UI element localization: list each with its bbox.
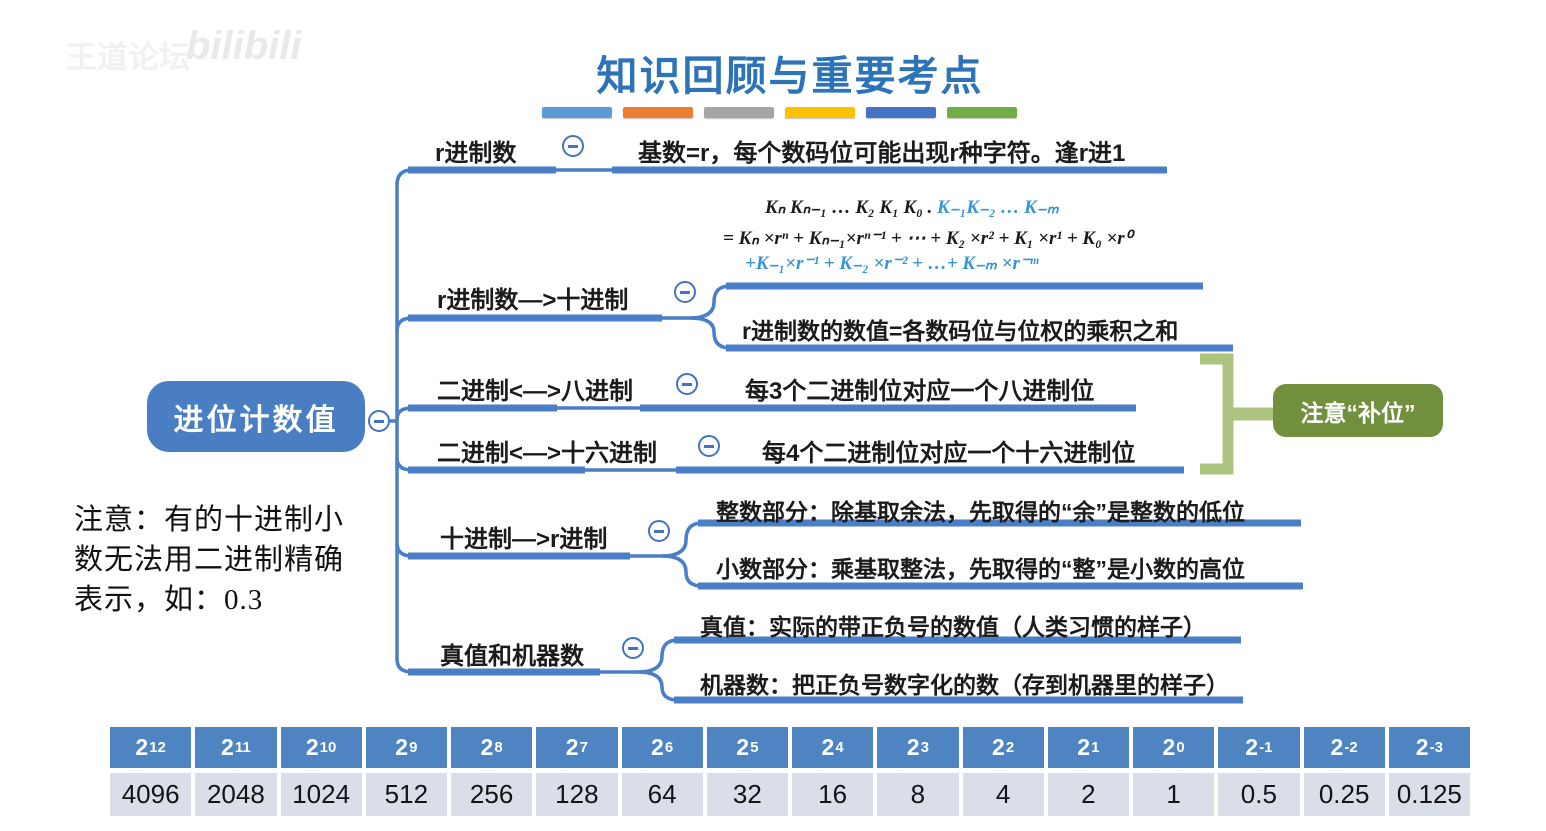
accent-bars — [542, 107, 1017, 118]
accent-bar — [623, 107, 693, 118]
collapse-icon-4[interactable] — [698, 435, 720, 457]
branch-bin-oct[interactable]: 二进制<—>八进制 — [437, 378, 634, 405]
collapse-icon-6[interactable] — [622, 637, 644, 659]
formula-line-3: +K₋₁×r⁻¹ + K₋₂ ×r⁻² + …+ K₋ₘ ×r⁻ᵐ — [745, 253, 1039, 274]
power-value-cell: 8 — [877, 773, 959, 816]
accent-bar — [542, 107, 612, 118]
power-value-cell: 128 — [536, 773, 618, 816]
power-value-cell: 0.5 — [1218, 773, 1300, 816]
desc-machine-number: 机器数：把正负号数字化的数（存到机器里的样子） — [700, 672, 1229, 698]
side-note: 注意：有的十进制小数无法用二进制精确表示，如：0.3 — [74, 504, 345, 616]
formula-line-2: = Kₙ ×rⁿ + Kₙ₋₁×rⁿ⁻¹ + ⋯ + K₂ ×r² + K₁ ×… — [723, 228, 1133, 249]
power-header-cell: 2-1 — [1218, 727, 1300, 768]
power-value-cell: 64 — [621, 773, 703, 816]
branch-truth-machine[interactable]: 真值和机器数 — [440, 643, 584, 670]
root-node[interactable]: 进位计数值 — [147, 381, 365, 452]
branch-dec-to-r[interactable]: 十进制—>r进制 — [440, 526, 608, 553]
power-value-cell: 4 — [962, 773, 1044, 816]
collapse-icon-3[interactable] — [676, 373, 698, 395]
watermark-bilibili-logo: bilibili — [186, 24, 302, 68]
power-value-cell: 1024 — [280, 773, 362, 816]
accent-bar — [785, 107, 855, 118]
branch-r-to-decimal[interactable]: r进制数—>十进制 — [437, 287, 629, 314]
power-header-cell: 2-2 — [1303, 727, 1385, 768]
watermark-wangdao: 王道论坛 — [66, 40, 190, 75]
accent-bar — [704, 107, 774, 118]
power-value-cell: 1 — [1133, 773, 1215, 816]
collapse-icon-2[interactable] — [674, 281, 696, 303]
desc-r-base-number: 基数=r，每个数码位可能出现r种字符。逢r进1 — [638, 140, 1126, 167]
formula-line-1-black: Kₙ Kₙ₋₁ … K₂ K₁ K₀ . — [765, 197, 933, 218]
power-value-cell: 256 — [451, 773, 533, 816]
power-header-cell: 2-3 — [1388, 727, 1470, 768]
power-value-cell: 512 — [365, 773, 447, 816]
power-value-cell: 2 — [1047, 773, 1129, 816]
power-value-cell: 32 — [706, 773, 788, 816]
formula-line-1: Kₙ Kₙ₋₁ … K₂ K₁ K₀ . K₋₁K₋₂ … K₋ₘ — [765, 196, 1059, 219]
desc-bin-oct: 每3个二进制位对应一个八进制位 — [745, 378, 1095, 405]
collapse-icon-root[interactable] — [368, 410, 390, 432]
page-title: 知识回顾与重要考点 — [596, 53, 984, 99]
desc-bin-hex: 每4个二进制位对应一个十六进制位 — [762, 440, 1136, 467]
branch-r-base-number[interactable]: r进制数 — [435, 140, 517, 167]
formula-line-1-blue: K₋₁K₋₂ … K₋ₘ — [932, 197, 1059, 218]
power-value-cell: 2048 — [195, 773, 277, 816]
accent-bar — [947, 107, 1017, 118]
desc-fraction-part: 小数部分：乘基取整法，先取得的“整”是小数的高位 — [716, 556, 1245, 582]
collapse-icon-5[interactable] — [648, 520, 670, 542]
bracket-green — [1200, 353, 1274, 475]
desc-value-sum: r进制数的数值=各数码位与位权的乘积之和 — [742, 318, 1179, 344]
accent-bar — [866, 107, 936, 118]
power-value-cell: 0.125 — [1388, 773, 1470, 816]
power-value-cell: 4096 — [110, 773, 192, 816]
desc-true-value: 真值：实际的带正负号的数值（人类习惯的样子） — [700, 614, 1206, 640]
power-value-cell: 16 — [792, 773, 874, 816]
power-value-cell: 0.25 — [1303, 773, 1385, 816]
annotation-node-buwei[interactable]: 注意“补位” — [1273, 384, 1443, 437]
desc-integer-part: 整数部分：除基取余法，先取得的“余”是整数的低位 — [716, 499, 1245, 525]
branch-bin-hex[interactable]: 二进制<—>十六进制 — [437, 440, 658, 467]
collapse-icon-1[interactable] — [562, 135, 584, 157]
